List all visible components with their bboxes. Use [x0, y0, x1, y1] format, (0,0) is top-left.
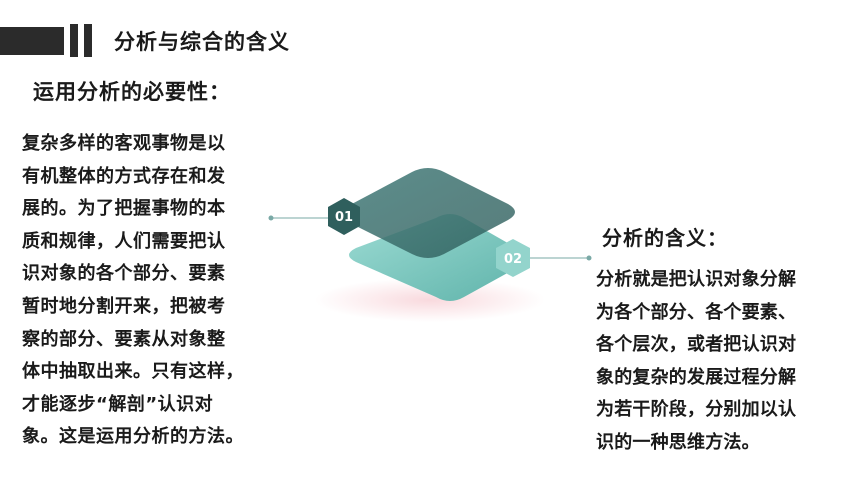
text-line: 象。这是运用分析的方法。 — [22, 426, 244, 448]
text-line: 各个层次，或者把认识对 — [596, 334, 797, 356]
header-stripe — [70, 24, 78, 57]
right-body-text: 分析就是把认识对象分解 为各个部分、各个要素、 各个层次，或者把认识对 象的复杂… — [596, 264, 840, 460]
connector-dot-left — [268, 215, 274, 221]
text-line: 为各个部分、各个要素、 — [596, 301, 797, 323]
page-title: 分析与综合的含义 — [114, 30, 290, 54]
text-line: 暂时地分割开来，把被考 — [22, 295, 226, 317]
diamond-dark — [341, 168, 515, 258]
badge-02-label: 02 — [504, 252, 522, 267]
text-line: 识的一种思维方法。 — [596, 431, 760, 453]
badge-01-hexagon — [328, 198, 360, 235]
text-line: 察的部分、要素从对象整 — [22, 328, 226, 350]
header-bar — [0, 27, 64, 55]
text-line: 复杂多样的客观事物是以 — [22, 133, 226, 154]
text-line: 为若干阶段，分别加以认 — [596, 399, 797, 421]
text-line: 展的。为了把握事物的本 — [22, 198, 226, 220]
text-line: 分析就是把认识对象分解 — [596, 269, 797, 290]
left-body-text: 复杂多样的客观事物是以 有机整体的方式存在和发 展的。为了把握事物的本 质和规律… — [22, 128, 284, 454]
header-stripe — [84, 24, 92, 57]
text-line: 识对象的各个部分、要素 — [22, 263, 226, 285]
badge-01-label: 01 — [335, 210, 353, 225]
left-heading: 运用分析的必要性： — [33, 80, 231, 104]
connector-dot-right — [586, 255, 592, 261]
text-line: 才能逐步“解剖”认识对 — [22, 393, 214, 415]
badge-02-hexagon — [496, 239, 530, 277]
right-heading: 分析的含义： — [602, 226, 728, 250]
text-line: 象的复杂的发展过程分解 — [596, 366, 797, 388]
text-line: 质和规律，人们需要把认 — [22, 230, 226, 252]
text-line: 有机整体的方式存在和发 — [22, 165, 226, 187]
diagram-shadow — [315, 278, 545, 322]
text-line: 体中抽取出来。只有这样， — [22, 361, 244, 383]
